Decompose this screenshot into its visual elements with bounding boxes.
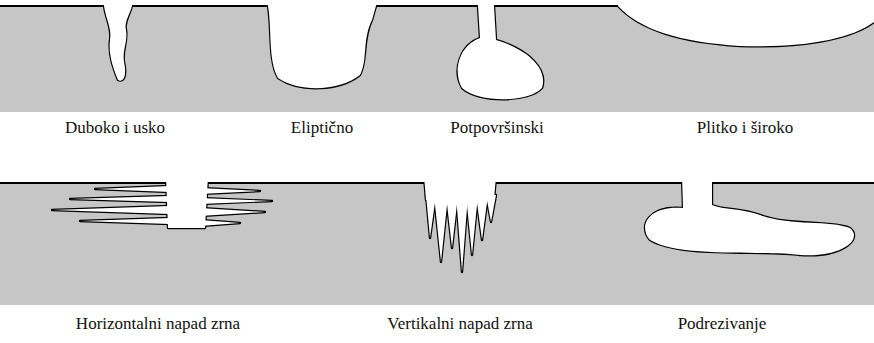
- pit-type-label: Horizontalni napad zrna: [76, 314, 240, 334]
- pit-type-label: Eliptično: [291, 118, 353, 138]
- pit-type-label: Duboko i usko: [65, 118, 165, 138]
- pit-type-label: Potpovršinski: [450, 118, 544, 138]
- pit-type-label: Vertikalni napad zrna: [387, 314, 532, 334]
- pit-type-label: Podrezivanje: [678, 314, 767, 334]
- pit-type-label: Plitko i široko: [697, 118, 793, 138]
